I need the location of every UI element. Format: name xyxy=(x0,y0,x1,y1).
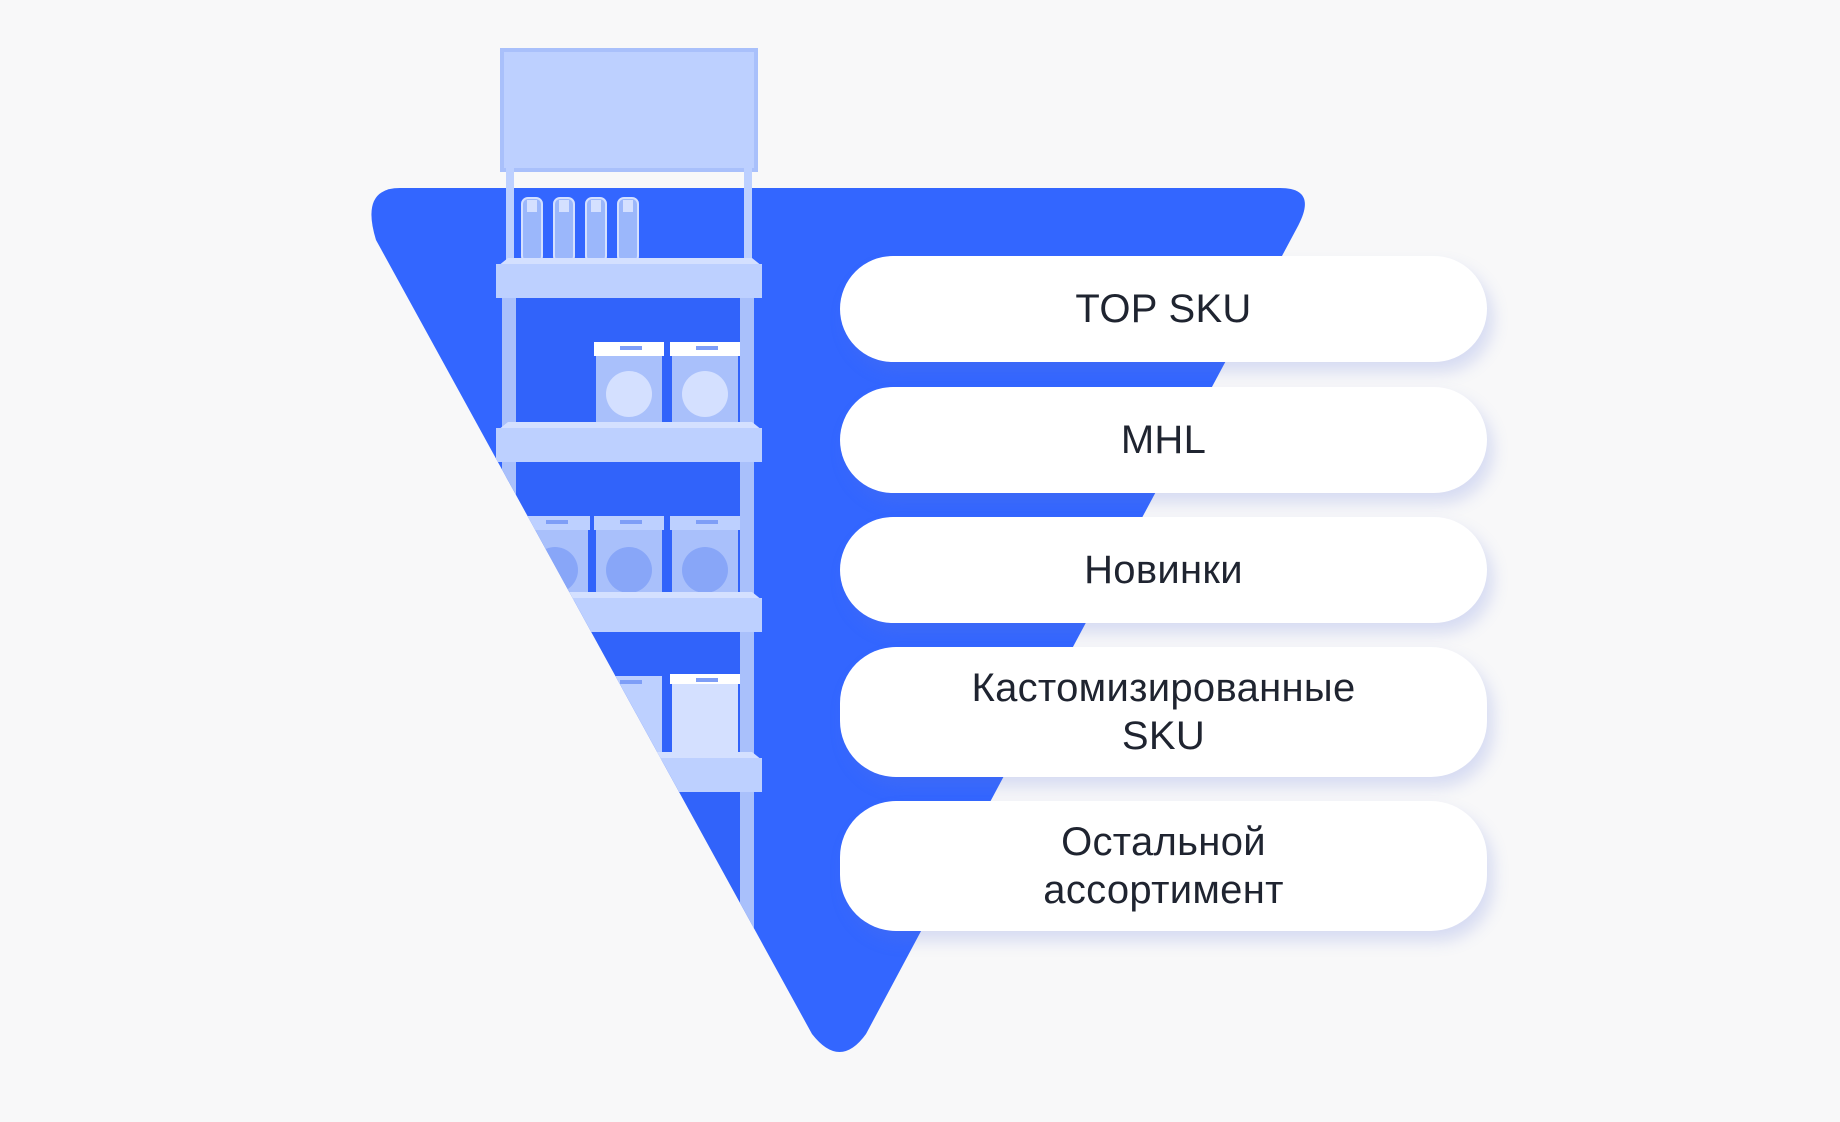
level-label: MHL xyxy=(1120,418,1207,462)
level-label: Остальной ассортимент xyxy=(1043,820,1284,912)
level-label: TOP SKU xyxy=(1075,287,1252,331)
store-shelf-icon xyxy=(496,48,762,958)
level-new-items: Новинки xyxy=(840,517,1487,623)
bag-icon xyxy=(594,342,740,426)
bag-icon xyxy=(520,516,740,600)
level-top-sku: TOP SKU xyxy=(840,256,1487,362)
level-custom-sku: Кастомизированные SKU xyxy=(840,647,1487,777)
bottle-icon xyxy=(521,197,639,263)
level-other-assortment: Остальной ассортимент xyxy=(840,801,1487,931)
level-label: Кастомизированные SKU xyxy=(971,666,1356,758)
level-label: Новинки xyxy=(1084,548,1243,592)
level-mhl: MHL xyxy=(840,387,1487,493)
